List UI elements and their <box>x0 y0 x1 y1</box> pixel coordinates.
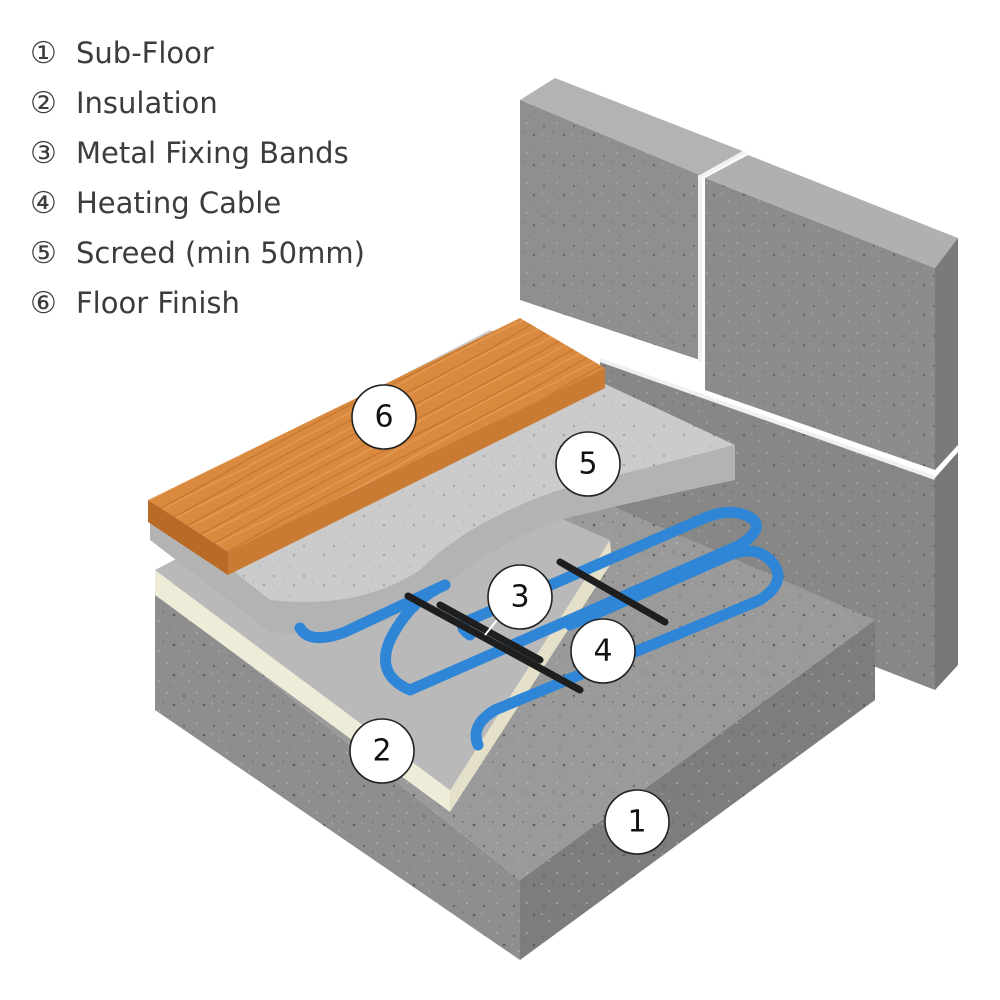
wall-block-upper-right-side <box>935 238 958 470</box>
legend-item-screed: ⑤ Screed (min 50mm) <box>30 228 365 278</box>
legend-item-sub-floor: ① Sub-Floor <box>30 28 365 78</box>
heating-cable-loop <box>294 506 762 696</box>
callout-6: 6 <box>351 384 417 450</box>
wall-block-lower-side <box>935 452 958 690</box>
heating-cable-tail <box>470 545 784 751</box>
legend-label: Insulation <box>76 86 218 120</box>
legend-label: Screed (min 50mm) <box>76 236 365 270</box>
legend-label: Floor Finish <box>76 286 240 320</box>
callout-6-number: 6 <box>374 400 393 435</box>
fixing-band <box>556 558 669 626</box>
fixing-band <box>404 592 584 694</box>
callout-2: 2 <box>349 718 415 784</box>
floor-finish-side <box>228 368 605 575</box>
heating-cable <box>294 506 784 751</box>
legend-label: Sub-Floor <box>76 36 214 70</box>
legend-label: Metal Fixing Bands <box>76 136 349 170</box>
callout-4-number: 4 <box>593 634 612 669</box>
legend-item-metal-fixing-bands: ③ Metal Fixing Bands <box>30 128 365 178</box>
wall-block-upper-right-top <box>705 155 958 268</box>
legend-number: ① <box>30 35 57 71</box>
callout-5: 5 <box>555 431 621 497</box>
legend-number: ④ <box>30 185 57 221</box>
floor-finish-front <box>148 500 228 575</box>
callout-4: 4 <box>570 618 636 684</box>
callout-3-number: 3 <box>510 580 529 615</box>
callout-5-number: 5 <box>578 447 597 482</box>
callout-1-number: 1 <box>627 805 646 840</box>
wall-block-upper-left-top <box>520 78 745 175</box>
legend: ① Sub-Floor ② Insulation ③ Metal Fixing … <box>30 28 365 328</box>
legend-item-heating-cable: ④ Heating Cable <box>30 178 365 228</box>
callout-3: 3 <box>487 564 553 630</box>
legend-number: ⑤ <box>30 235 57 271</box>
insulation-edge-right <box>450 540 612 812</box>
fixing-band <box>436 601 544 664</box>
callout-2-number: 2 <box>372 734 391 769</box>
legend-item-floor-finish: ⑥ Floor Finish <box>30 278 365 328</box>
legend-number: ⑥ <box>30 285 57 321</box>
legend-number: ② <box>30 85 57 121</box>
metal-fixing-bands <box>404 558 669 694</box>
legend-label: Heating Cable <box>76 186 282 220</box>
callout-1: 1 <box>604 789 670 855</box>
legend-number: ③ <box>30 135 57 171</box>
legend-item-insulation: ② Insulation <box>30 78 365 128</box>
